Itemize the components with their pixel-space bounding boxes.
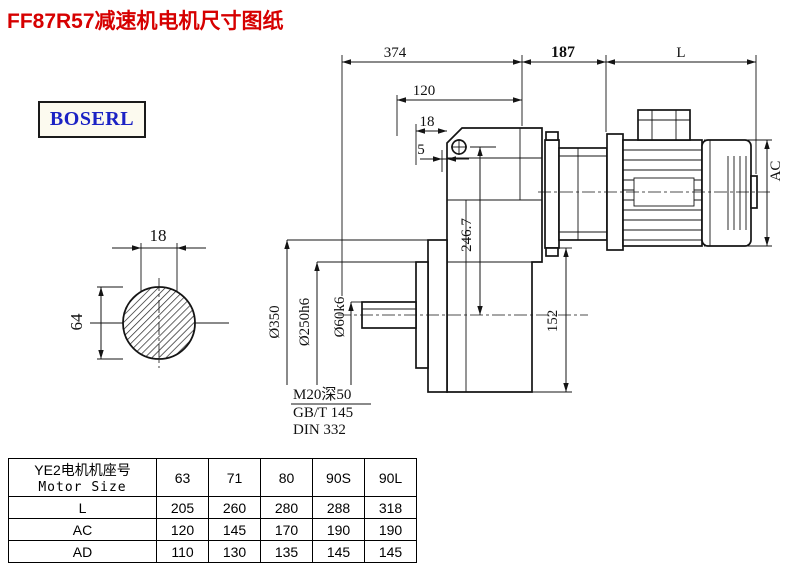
- page-title: FF87R57减速机电机尺寸图纸: [7, 10, 284, 33]
- table-cell: 145: [312, 540, 365, 563]
- note-tap: M20深50: [293, 386, 351, 403]
- note-thread-standard: GB/T 145: [293, 405, 353, 421]
- brand-logo-text: BOSERL: [49, 108, 135, 130]
- table-cell: 145: [208, 518, 261, 541]
- dim-5: 5: [417, 142, 425, 158]
- table-header-motor-size: YE2电机机座号 Motor Size: [8, 458, 157, 497]
- dim-AC: AC: [768, 161, 784, 182]
- row-label-L: L: [8, 496, 157, 519]
- table-cell: 120: [156, 518, 209, 541]
- fan-cover: [701, 139, 752, 247]
- table-cell: 280: [260, 496, 313, 519]
- dim-L: L: [676, 45, 685, 61]
- table-cell: 190: [312, 518, 365, 541]
- dim-dia-60: Ø60k6: [332, 296, 348, 337]
- gearbox-side-view: [361, 127, 543, 393]
- dim-187: 187: [551, 44, 575, 61]
- table-cell: 205: [156, 496, 209, 519]
- thread-notes: M20深50 GB/T 145 DIN 332: [291, 386, 371, 438]
- output-flange: [427, 239, 448, 393]
- table-cell: 190: [364, 518, 417, 541]
- table-cell: 288: [312, 496, 365, 519]
- dim-dia-350: Ø350: [267, 305, 283, 338]
- table-header-size: 80: [260, 458, 313, 497]
- dim-374: 374: [384, 45, 407, 61]
- row-label-AD: AD: [8, 540, 157, 563]
- table-cell: 110: [156, 540, 209, 563]
- table-row-AC: AC 120 145 170 190 190: [8, 518, 417, 541]
- shaft-cross-section: 18 64: [67, 226, 229, 368]
- dim-18: 18: [420, 114, 435, 130]
- table-cell: 130: [208, 540, 261, 563]
- dim-dia-250: Ø250h6: [297, 297, 313, 346]
- table-header-size: 90S: [312, 458, 365, 497]
- table-row-L: L 205 260 280 288 318: [8, 496, 417, 519]
- dim-120: 120: [413, 83, 436, 99]
- table-cell: 260: [208, 496, 261, 519]
- table-header-size: 63: [156, 458, 209, 497]
- brand-logo-box: BOSERL: [38, 101, 146, 138]
- table-header-en: Motor Size: [38, 480, 127, 495]
- table-row-AD: AD 110 130 135 145 145: [8, 540, 417, 563]
- terminal-box: [637, 109, 691, 141]
- table-header-cn: YE2电机机座号: [34, 462, 131, 478]
- motor: [606, 109, 758, 251]
- note-center-hole: DIN 332: [293, 422, 346, 438]
- row-label-AC: AC: [8, 518, 157, 541]
- dim-246-7: 246.7: [459, 218, 475, 252]
- table-cell: 318: [364, 496, 417, 519]
- dimensions: 374 187 L 120 18 5 Ø350 Ø250h6 Ø60k6 246…: [267, 44, 784, 393]
- r57-stage: [544, 131, 608, 257]
- dim-key-width: 18: [150, 226, 167, 245]
- table-cell: 145: [364, 540, 417, 563]
- table-header-size: 90L: [364, 458, 417, 497]
- dim-152: 152: [545, 310, 561, 333]
- dim-shaft-64: 64: [67, 313, 86, 331]
- table-cell: 135: [260, 540, 313, 563]
- table-cell: 170: [260, 518, 313, 541]
- table-header-size: 71: [208, 458, 261, 497]
- motor-size-table: YE2电机机座号 Motor Size 63 71 80 90S 90L L 2…: [8, 458, 417, 563]
